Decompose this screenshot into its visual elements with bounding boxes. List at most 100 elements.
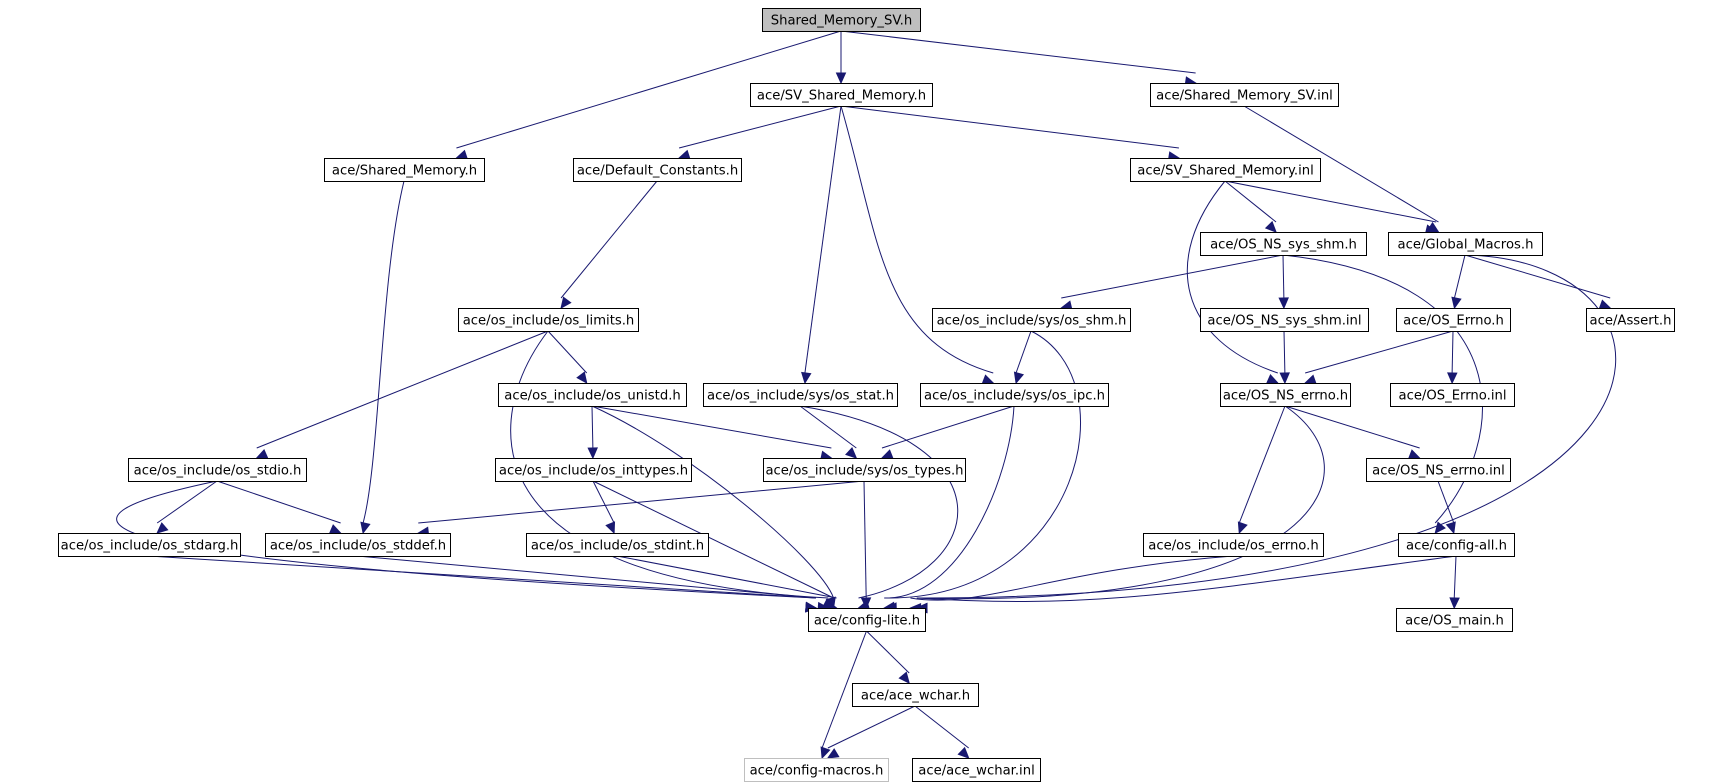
node-shared-memory-sv-h: Shared_Memory_SV.h <box>762 8 921 32</box>
node-box <box>1130 158 1321 182</box>
node-box <box>763 458 966 482</box>
edge-global_macros_h-to-os_errno_h_ace <box>1453 254 1466 299</box>
arrowhead-os_ns_errno_h-to-os_ns_errno_inl <box>1407 449 1421 460</box>
node-config-all-h[interactable]: ace/config-all.h <box>1398 533 1515 557</box>
node-os-ns-sys-shm-h[interactable]: ace/OS_NS_sys_shm.h <box>1200 232 1367 256</box>
node-os-types-h[interactable]: ace/os_include/sys/os_types.h <box>763 458 966 482</box>
arrowhead-os_unistd_h-to-os_inttypes_h <box>587 447 598 460</box>
arrowhead-os_stdio_h-to-os_stdarg_h <box>156 522 169 534</box>
node-label: ace/OS_Errno.inl <box>1398 389 1506 404</box>
edge-os_stdarg_h-to-config_lite_h <box>148 555 817 599</box>
node-label: ace/Shared_Memory_SV.inl <box>1156 89 1333 104</box>
node-os-ipc-h[interactable]: ace/os_include/sys/os_ipc.h <box>920 383 1109 407</box>
node-os-stdarg-h[interactable]: ace/os_include/os_stdarg.h <box>58 533 241 557</box>
node-ace-wchar-inl[interactable]: ace/ace_wchar.inl <box>912 758 1041 782</box>
edge-sv_shared_memory_inl-to-global_macros_h <box>1224 180 1437 223</box>
node-os-stat-h[interactable]: ace/os_include/sys/os_stat.h <box>703 383 898 407</box>
node-sv-shared-memory-h[interactable]: ace/SV_Shared_Memory.h <box>750 83 933 107</box>
node-os-inttypes-h[interactable]: ace/os_include/os_inttypes.h <box>495 458 692 482</box>
node-os-ns-sys-shm-inl[interactable]: ace/OS_NS_sys_shm.inl <box>1200 308 1369 332</box>
arrowhead-os_ns_sys_shm_inl-to-os_ns_errno_h <box>1279 372 1290 385</box>
node-config-lite-h[interactable]: ace/config-lite.h <box>808 608 926 632</box>
node-box <box>458 308 639 332</box>
node-label: ace/OS_main.h <box>1405 614 1504 629</box>
edge-global_macros_h-to-config_lite_h <box>916 254 1617 599</box>
node-label: ace/OS_NS_sys_shm.h <box>1210 238 1357 253</box>
node-os-shm-h[interactable]: ace/os_include/sys/os_shm.h <box>932 308 1131 332</box>
node-os-stddef-h[interactable]: ace/os_include/os_stddef.h <box>265 533 451 557</box>
arrowhead-os_ns_errno_h-to-os_errno_h <box>1237 521 1248 535</box>
node-os-errno-h-ace[interactable]: ace/OS_Errno.h <box>1396 308 1511 332</box>
node-label: ace/SV_Shared_Memory.h <box>757 89 926 104</box>
nodes-layer: Shared_Memory_SV.h ace/SV_Shared_Memory.h… <box>58 8 1675 782</box>
node-box <box>128 458 307 482</box>
arrowhead-os_inttypes_h-to-os_stdint_h <box>605 521 616 535</box>
node-box <box>498 383 687 407</box>
node-os-limits-h[interactable]: ace/os_include/os_limits.h <box>458 308 639 332</box>
node-label: ace/Global_Macros.h <box>1398 238 1534 253</box>
edge-config_lite_h-to-ace_wchar_h <box>866 630 910 674</box>
node-box <box>762 8 921 32</box>
node-os-errno-h[interactable]: ace/os_include/os_errno.h <box>1143 533 1324 557</box>
arrowhead-sv_shared_memory_inl-to-os_ns_sys_shm_h <box>1264 220 1277 233</box>
node-shared-memory-sv-inl[interactable]: ace/Shared_Memory_SV.inl <box>1150 83 1339 107</box>
arrowhead-shared_memory_sv_h-to-sv_shared_memory_h <box>835 72 847 85</box>
node-box <box>1200 308 1369 332</box>
edge-os_unistd_h-to-config_lite_h <box>591 405 835 599</box>
node-label: ace/Default_Constants.h <box>577 164 738 179</box>
node-label: ace/OS_NS_sys_shm.inl <box>1207 314 1361 329</box>
node-label: ace/OS_NS_errno.inl <box>1372 464 1505 479</box>
node-box <box>932 308 1131 332</box>
edge-global_macros_h-to-assert_h <box>1464 254 1611 299</box>
node-label: ace/os_include/os_limits.h <box>463 314 635 329</box>
node-box <box>526 533 709 557</box>
node-os-stdio-h[interactable]: ace/os_include/os_stdio.h <box>128 458 307 482</box>
node-default-constants-h[interactable]: ace/Default_Constants.h <box>573 158 742 182</box>
node-shared-memory-h[interactable]: ace/Shared_Memory.h <box>324 158 485 182</box>
node-label: ace/config-lite.h <box>814 614 920 629</box>
node-box <box>1143 533 1324 557</box>
edge-os_types_h-to-os_stddef_h <box>418 480 865 524</box>
arrowhead-ace_wchar_h-to-ace_wchar_inl <box>957 746 970 759</box>
arrowhead-os_types_h-to-config_lite_h <box>860 597 872 610</box>
node-box <box>808 608 926 632</box>
node-box <box>852 683 979 707</box>
node-sv-shared-memory-inl[interactable]: ace/SV_Shared_Memory.inl <box>1130 158 1321 182</box>
node-box <box>1396 608 1513 632</box>
edge-os_ns_sys_shm_inl-to-os_ns_errno_h <box>1283 330 1286 374</box>
node-box <box>1586 308 1675 332</box>
edge-os_ns_errno_h-to-os_errno_h <box>1238 405 1286 524</box>
node-label: ace/config-macros.h <box>750 764 884 779</box>
edge-os_stat_h-to-os_types_h <box>799 405 857 449</box>
node-box <box>703 383 898 407</box>
arrowhead-global_macros_h-to-assert_h <box>1598 299 1612 310</box>
node-config-macros-h[interactable]: ace/config-macros.h <box>744 758 889 782</box>
arrowhead-config_lite_h-to-ace_wchar_h <box>898 671 910 684</box>
node-label: ace/config-all.h <box>1406 539 1507 554</box>
node-assert-h[interactable]: ace/Assert.h <box>1586 308 1675 332</box>
edge-os_inttypes_h-to-os_stdint_h <box>592 480 615 524</box>
node-label: ace/os_include/os_stdarg.h <box>61 539 239 554</box>
edge-os_ns_sys_shm_h-to-os_ns_sys_shm_inl <box>1282 254 1285 299</box>
node-box <box>920 383 1109 407</box>
node-ace-wchar-h[interactable]: ace/ace_wchar.h <box>852 683 979 707</box>
arrowhead-os_shm_h-to-os_ipc_h <box>1013 371 1025 385</box>
node-os-errno-inl[interactable]: ace/OS_Errno.inl <box>1390 383 1515 407</box>
edge-os_ipc_h-to-config_lite_h <box>884 405 1015 599</box>
node-global-macros-h[interactable]: ace/Global_Macros.h <box>1388 232 1543 256</box>
arrowhead-os_stdio_h-to-os_stddef_h <box>328 524 342 534</box>
node-label: Shared_Memory_SV.h <box>771 14 913 29</box>
node-os-stdint-h[interactable]: ace/os_include/os_stdint.h <box>526 533 709 557</box>
node-box <box>744 758 889 782</box>
arrowhead-ace_wchar_h-to-config_macros_h <box>826 748 840 759</box>
node-os-ns-errno-inl[interactable]: ace/OS_NS_errno.inl <box>1366 458 1511 482</box>
edge-os_errno_h_ace-to-os_errno_inl <box>1451 330 1454 374</box>
node-label: ace/Shared_Memory.h <box>332 164 477 179</box>
node-box <box>324 158 485 182</box>
edge-sv_shared_memory_h-to-os_stat_h <box>804 105 842 374</box>
node-os-unistd-h[interactable]: ace/os_include/os_unistd.h <box>498 383 687 407</box>
node-os-main-h[interactable]: ace/OS_main.h <box>1396 608 1513 632</box>
edge-os_errno_h_ace-to-os_ns_errno_h <box>1305 330 1454 374</box>
node-os-ns-errno-h[interactable]: ace/OS_NS_errno.h <box>1220 383 1351 407</box>
node-box <box>573 158 742 182</box>
